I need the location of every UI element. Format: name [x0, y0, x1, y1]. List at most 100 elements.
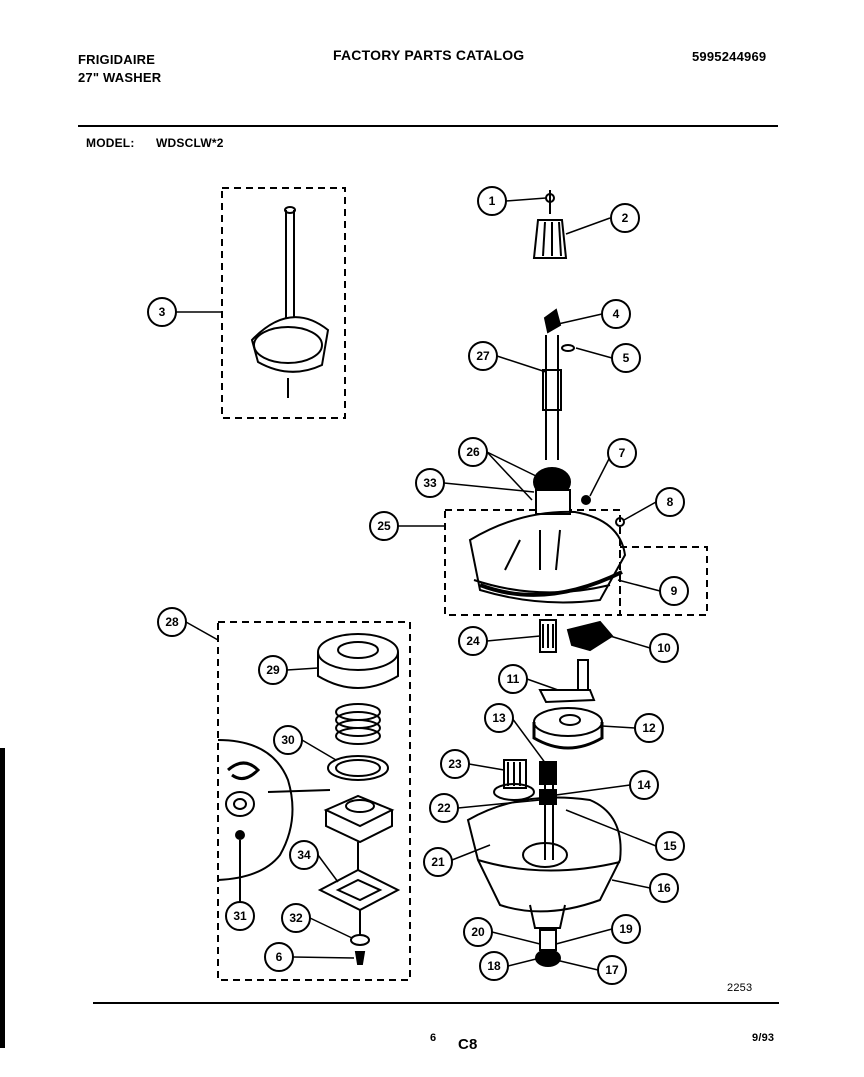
- callout-5: 5: [611, 343, 641, 373]
- product-name: 27" WASHER: [78, 70, 162, 85]
- svg-text:32: 32: [289, 911, 303, 925]
- part-main-gear: [532, 707, 604, 750]
- part-shaft-assembly: [539, 761, 557, 860]
- svg-text:11: 11: [507, 672, 520, 686]
- page-number: 6: [430, 1032, 437, 1044]
- assembly-28-box: [217, 621, 411, 981]
- brand-name: FRIGIDAIRE: [78, 52, 156, 67]
- callout-15: 15: [655, 831, 685, 861]
- callout-12: 12: [634, 713, 664, 743]
- svg-text:16: 16: [657, 881, 671, 895]
- callout-4: 4: [601, 299, 631, 329]
- svg-text:22: 22: [437, 801, 451, 815]
- svg-text:28: 28: [165, 615, 179, 629]
- svg-text:7: 7: [619, 446, 626, 460]
- callout-7: 7: [607, 438, 637, 468]
- callout-13: 13: [484, 703, 514, 733]
- part-7-screw: [581, 495, 591, 505]
- footer-rule: [93, 1002, 779, 1004]
- callout-2: 2: [610, 203, 640, 233]
- part-agitator-shaft: [533, 308, 571, 515]
- svg-text:27: 27: [476, 349, 490, 363]
- callout-24: 24: [458, 626, 488, 656]
- svg-text:30: 30: [281, 733, 295, 747]
- svg-text:34: 34: [297, 848, 311, 862]
- part-housing-bottom: [535, 929, 561, 967]
- callout-20: 20: [463, 917, 493, 947]
- callout-29: 29: [258, 655, 288, 685]
- part-bearing-block: [323, 794, 395, 844]
- svg-text:17: 17: [605, 963, 619, 977]
- callout-14: 14: [629, 770, 659, 800]
- part-spring-coil: [335, 703, 381, 745]
- svg-text:13: 13: [492, 711, 506, 725]
- callout-31: 31: [225, 901, 255, 931]
- callout-19: 19: [611, 914, 641, 944]
- part-5-clip: [561, 344, 575, 352]
- assembly-25-box: [444, 509, 621, 616]
- callout-30: 30: [273, 725, 303, 755]
- callout-28: 28: [157, 607, 187, 637]
- callout-3: 3: [147, 297, 177, 327]
- assembly-3-box: [221, 187, 346, 419]
- callout-23: 23: [440, 749, 470, 779]
- svg-text:12: 12: [642, 721, 656, 735]
- part-gearcase-cover: [468, 510, 627, 604]
- svg-text:33: 33: [423, 476, 437, 490]
- part-2-spline-nut: [532, 219, 568, 259]
- svg-text:31: 31: [233, 909, 247, 923]
- part-6-screw: [354, 951, 366, 965]
- part-cam: [566, 620, 614, 652]
- svg-text:2: 2: [622, 211, 629, 225]
- svg-text:6: 6: [276, 950, 283, 964]
- svg-text:14: 14: [637, 778, 651, 792]
- callout-22: 22: [429, 793, 459, 823]
- svg-text:19: 19: [619, 922, 633, 936]
- part-drive-pinion: [493, 759, 535, 801]
- catalog-title: FACTORY PARTS CATALOG: [333, 47, 525, 63]
- model-value: WDSCLW*2: [156, 136, 224, 150]
- svg-text:8: 8: [667, 495, 674, 509]
- part-31-bearing: [225, 791, 255, 817]
- svg-text:25: 25: [377, 519, 391, 533]
- callout-6: 6: [264, 942, 294, 972]
- svg-text:5: 5: [623, 351, 630, 365]
- part-rack: [538, 659, 596, 704]
- svg-text:21: 21: [431, 855, 445, 869]
- scan-edge-mark: [0, 748, 5, 1048]
- svg-text:9: 9: [671, 584, 678, 598]
- part-8-screw: [615, 517, 625, 527]
- callout-11: 11: [498, 664, 528, 694]
- callout-17: 17: [597, 955, 627, 985]
- svg-text:3: 3: [159, 305, 166, 319]
- model-label: MODEL:: [86, 136, 135, 150]
- section-code: C8: [458, 1036, 478, 1053]
- callout-25: 25: [369, 511, 399, 541]
- part-gearcase-housing: [466, 796, 622, 929]
- diagram-code: 2253: [727, 982, 753, 994]
- part-pinion-gear: [539, 619, 557, 653]
- callout-34: 34: [289, 840, 319, 870]
- part-32-washer: [350, 934, 370, 946]
- callout-16: 16: [649, 873, 679, 903]
- callout-33: 33: [415, 468, 445, 498]
- callout-10: 10: [649, 633, 679, 663]
- part-29-bearing-ring: [317, 633, 399, 689]
- svg-text:26: 26: [466, 445, 480, 459]
- svg-text:24: 24: [466, 634, 480, 648]
- svg-text:20: 20: [471, 925, 485, 939]
- svg-text:23: 23: [448, 757, 462, 771]
- svg-text:1: 1: [489, 194, 496, 208]
- svg-text:29: 29: [266, 663, 280, 677]
- svg-text:15: 15: [663, 839, 677, 853]
- part-gasket: [479, 570, 623, 597]
- part-30-seal: [327, 755, 389, 781]
- part-31-retaining-ring: [227, 761, 261, 781]
- svg-text:10: 10: [657, 641, 671, 655]
- part-1-pin: [545, 190, 555, 214]
- callout-18: 18: [479, 951, 509, 981]
- callout-8: 8: [655, 487, 685, 517]
- callout-32: 32: [281, 903, 311, 933]
- callout-26: 26: [458, 437, 488, 467]
